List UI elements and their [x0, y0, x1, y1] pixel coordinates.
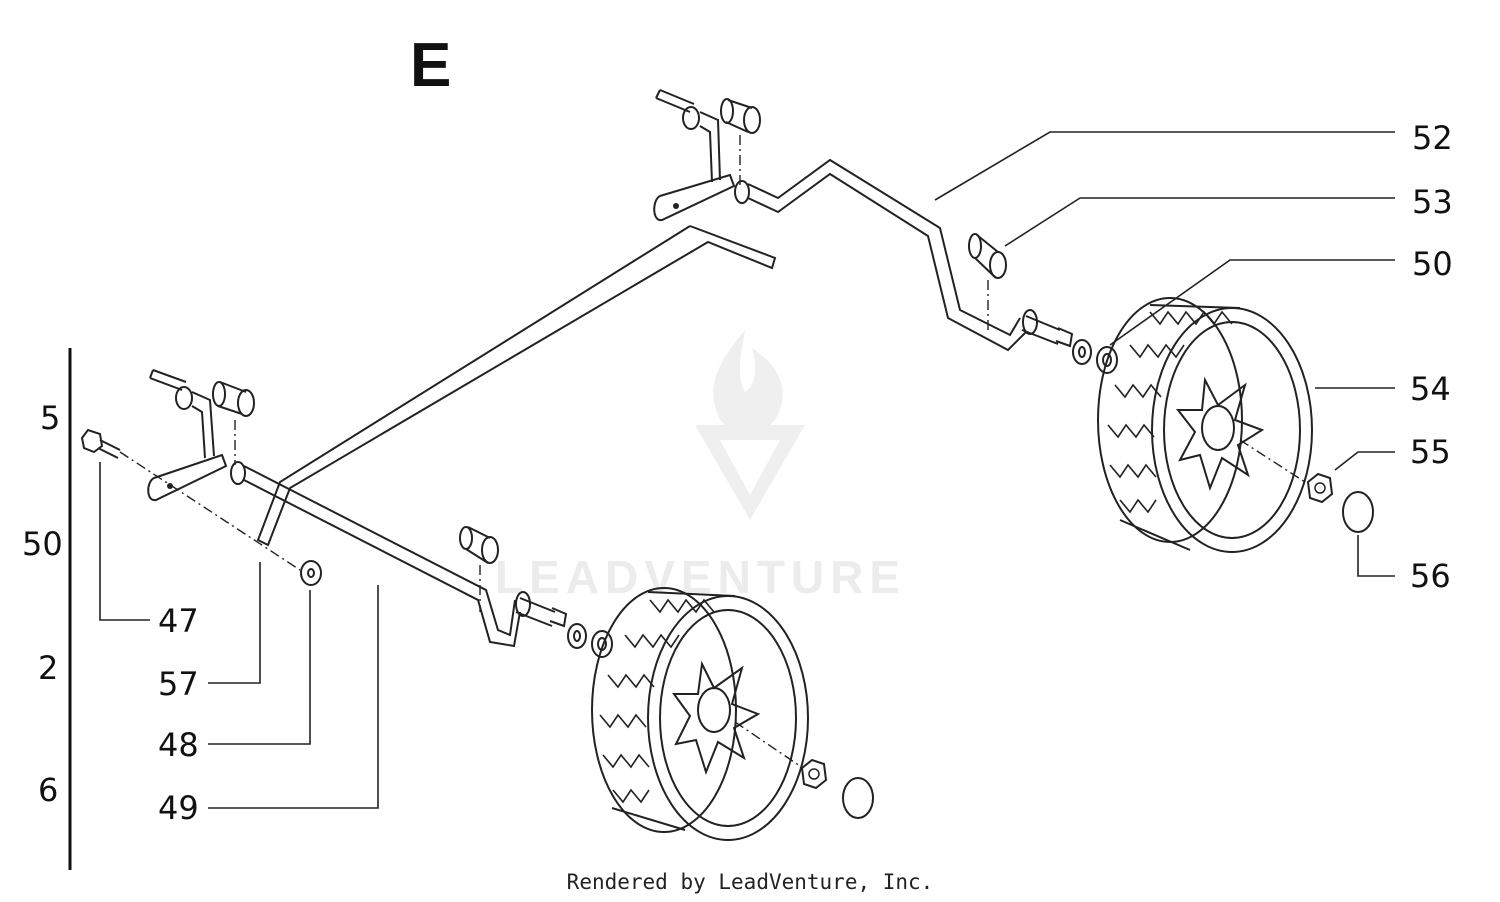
left-wheel [591, 587, 809, 841]
callout-57: 57 [158, 665, 199, 703]
footer-credit: Rendered by LeadVenture, Inc. [566, 870, 934, 894]
callout-50: 50 [1412, 245, 1453, 283]
edge-fragment-3: 2 [38, 649, 59, 687]
callout-56: 56 [1410, 557, 1451, 595]
callout-49: 49 [158, 789, 199, 827]
callout-55: 55 [1410, 433, 1451, 471]
edge-fragment-1: 5 [40, 399, 61, 437]
callout-53: 53 [1412, 183, 1453, 221]
callout-48: 48 [158, 726, 199, 764]
callout-52: 52 [1412, 119, 1453, 157]
leader-lines [99, 131, 1395, 809]
edge-fragment-2: 50 [22, 525, 63, 563]
left-axle-assembly [80, 369, 874, 819]
connecting-rod [256, 225, 777, 547]
right-wheel [1097, 297, 1313, 553]
edge-fragment-4: 6 [38, 771, 59, 809]
section-letter: E [410, 31, 452, 100]
callout-54: 54 [1410, 370, 1451, 408]
right-axle-assembly [653, 89, 1374, 533]
callout-47: 47 [158, 602, 199, 640]
watermark-logo [695, 330, 805, 520]
